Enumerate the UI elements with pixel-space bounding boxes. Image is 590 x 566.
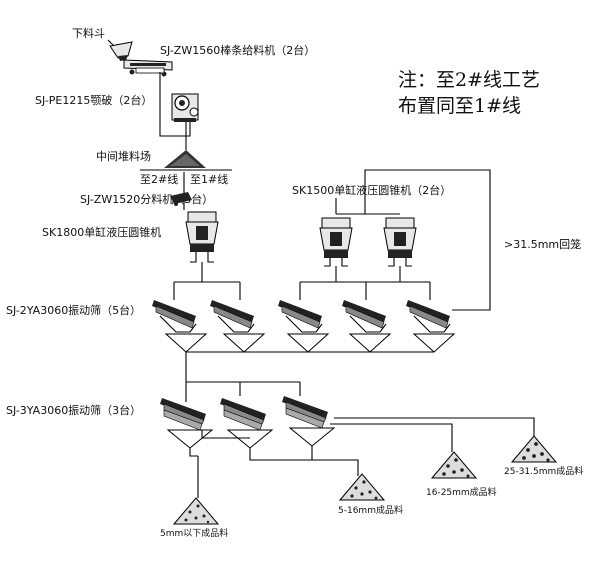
- product-pile-fine: [172, 497, 220, 525]
- jaw-crusher-icon: [171, 93, 199, 122]
- screen-funnels-row2: [166, 427, 336, 449]
- bar-feeder-label: SJ-ZW1560棒条给料机（2台）: [160, 43, 315, 57]
- to-line1-label: 至1#线: [190, 172, 228, 186]
- screen-5-label: SJ-2YA3060振动筛（5台）: [6, 303, 141, 317]
- cone-crusher-icon: [185, 211, 219, 263]
- link-line: [249, 446, 313, 461]
- product-label-fine: 5mm以下成品料: [160, 527, 228, 539]
- stockpile-label: 中间堆料场: [96, 149, 151, 163]
- screen-funnels-row1: [164, 333, 456, 353]
- vibrating-screen-icon: [342, 300, 387, 333]
- jaw-crusher-label: SJ-PE1215颚破（2台）: [35, 93, 152, 107]
- product-label-16-25: 16-25mm成品料: [426, 486, 497, 498]
- vibrating-screen-icon: [282, 396, 328, 429]
- product-pile-5-16: [338, 473, 386, 501]
- feed-line-jaw: [159, 72, 191, 137]
- hopper-label: 下料斗: [72, 26, 105, 40]
- vibrating-screen-icon: [406, 300, 451, 333]
- split-feeder-icon: [170, 192, 192, 206]
- split-feeder-label: SJ-ZW1520分料机（3台）: [80, 192, 213, 206]
- vibrating-screen-icon: [278, 300, 323, 333]
- product-pile-16-25: [430, 451, 478, 479]
- cone-double-label: SK1500单缸液压圆锥机（2台）: [292, 183, 451, 197]
- screen-3-label: SJ-3YA3060振动筛（3台）: [6, 403, 141, 417]
- vibrating-screen-icon: [152, 300, 197, 333]
- cone-single-label: SK1800单缸液压圆锥机: [42, 225, 161, 239]
- cone-crusher-icon: [383, 217, 417, 267]
- stockpile-icon: [164, 150, 206, 168]
- to-line2-label: 至2#线: [140, 172, 178, 186]
- product-label-5-16: 5-16mm成品料: [338, 504, 403, 516]
- vibrating-screen-icon: [160, 398, 206, 431]
- bar-feeder-icon: [123, 59, 173, 77]
- vibrating-screen-icon: [220, 398, 266, 431]
- product-line-25-31: [334, 417, 535, 436]
- product-line-16-25: [330, 423, 453, 452]
- link-line: [201, 430, 250, 439]
- vibrating-screen-icon: [210, 300, 255, 333]
- product-line-5-16: [312, 459, 359, 476]
- return-line: [364, 169, 491, 311]
- note-line-1: 注：至2#线工艺: [398, 69, 540, 91]
- product-label-25-31: 25-31.5mm成品料: [504, 465, 583, 477]
- cone-crusher-icon: [319, 217, 353, 267]
- product-line-fine: [189, 448, 198, 457]
- hopper-icon: [109, 41, 133, 61]
- note-line-2: 布置同至1#线: [398, 95, 521, 117]
- return-label: >31.5mm回笼: [504, 237, 581, 251]
- product-pile-25-31: [510, 435, 558, 463]
